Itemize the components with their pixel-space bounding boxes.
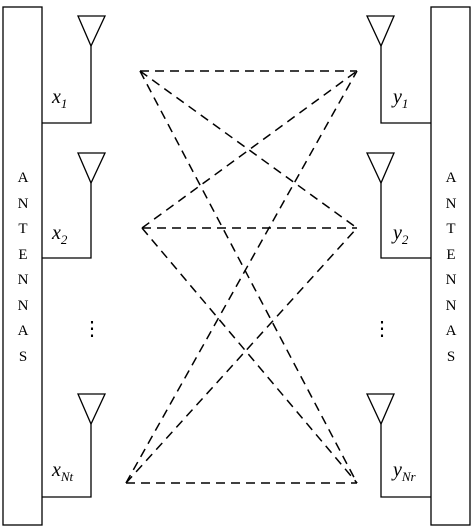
panel-label-letter: A xyxy=(445,170,457,186)
tx-antenna-nt xyxy=(42,393,107,498)
output-label-y1: y1 xyxy=(393,86,409,111)
panel-label-letter: N xyxy=(445,195,457,212)
left-antenna-panel xyxy=(2,6,43,526)
panel-label-letter: N xyxy=(445,297,457,314)
panel-label-letter: E xyxy=(446,246,456,263)
output-ellipsis: ⋮ xyxy=(372,318,392,340)
panel-label-letter: T xyxy=(18,221,28,237)
panel-label-letter: N xyxy=(17,272,29,288)
panel-label-letter: A xyxy=(445,323,457,339)
input-label-xnt: xNt xyxy=(52,459,74,484)
tx-antenna-1 xyxy=(42,15,107,124)
input-label-x1: x1 xyxy=(52,86,68,111)
rx-antenna-1 xyxy=(365,15,431,124)
panel-label-letter: A xyxy=(17,170,29,186)
panel-label-letter: T xyxy=(446,221,456,237)
link-xnt-y2 xyxy=(125,227,358,484)
output-label-ynr: yNr xyxy=(393,459,416,484)
panel-label-letter: S xyxy=(446,348,456,365)
panel-label-letter: N xyxy=(445,272,457,288)
link-x2-ynr xyxy=(141,227,358,484)
input-ellipsis: ⋮ xyxy=(82,318,102,340)
panel-label-letter: S xyxy=(18,348,28,365)
panel-label-letter: N xyxy=(17,195,29,212)
right-antenna-panel xyxy=(430,6,471,526)
panel-label-letter: N xyxy=(17,297,29,314)
link-xnt-y1 xyxy=(125,70,358,484)
panel-label-letter: A xyxy=(17,323,29,339)
input-label-x2: x2 xyxy=(52,222,68,247)
link-x1-ynr xyxy=(139,70,358,484)
rx-antenna-2 xyxy=(365,152,431,259)
tx-antenna-2 xyxy=(42,152,107,259)
panel-label-letter: E xyxy=(18,246,28,263)
channel-links xyxy=(125,70,358,484)
output-label-y2: y2 xyxy=(393,222,409,247)
rx-antenna-nr xyxy=(365,393,431,498)
